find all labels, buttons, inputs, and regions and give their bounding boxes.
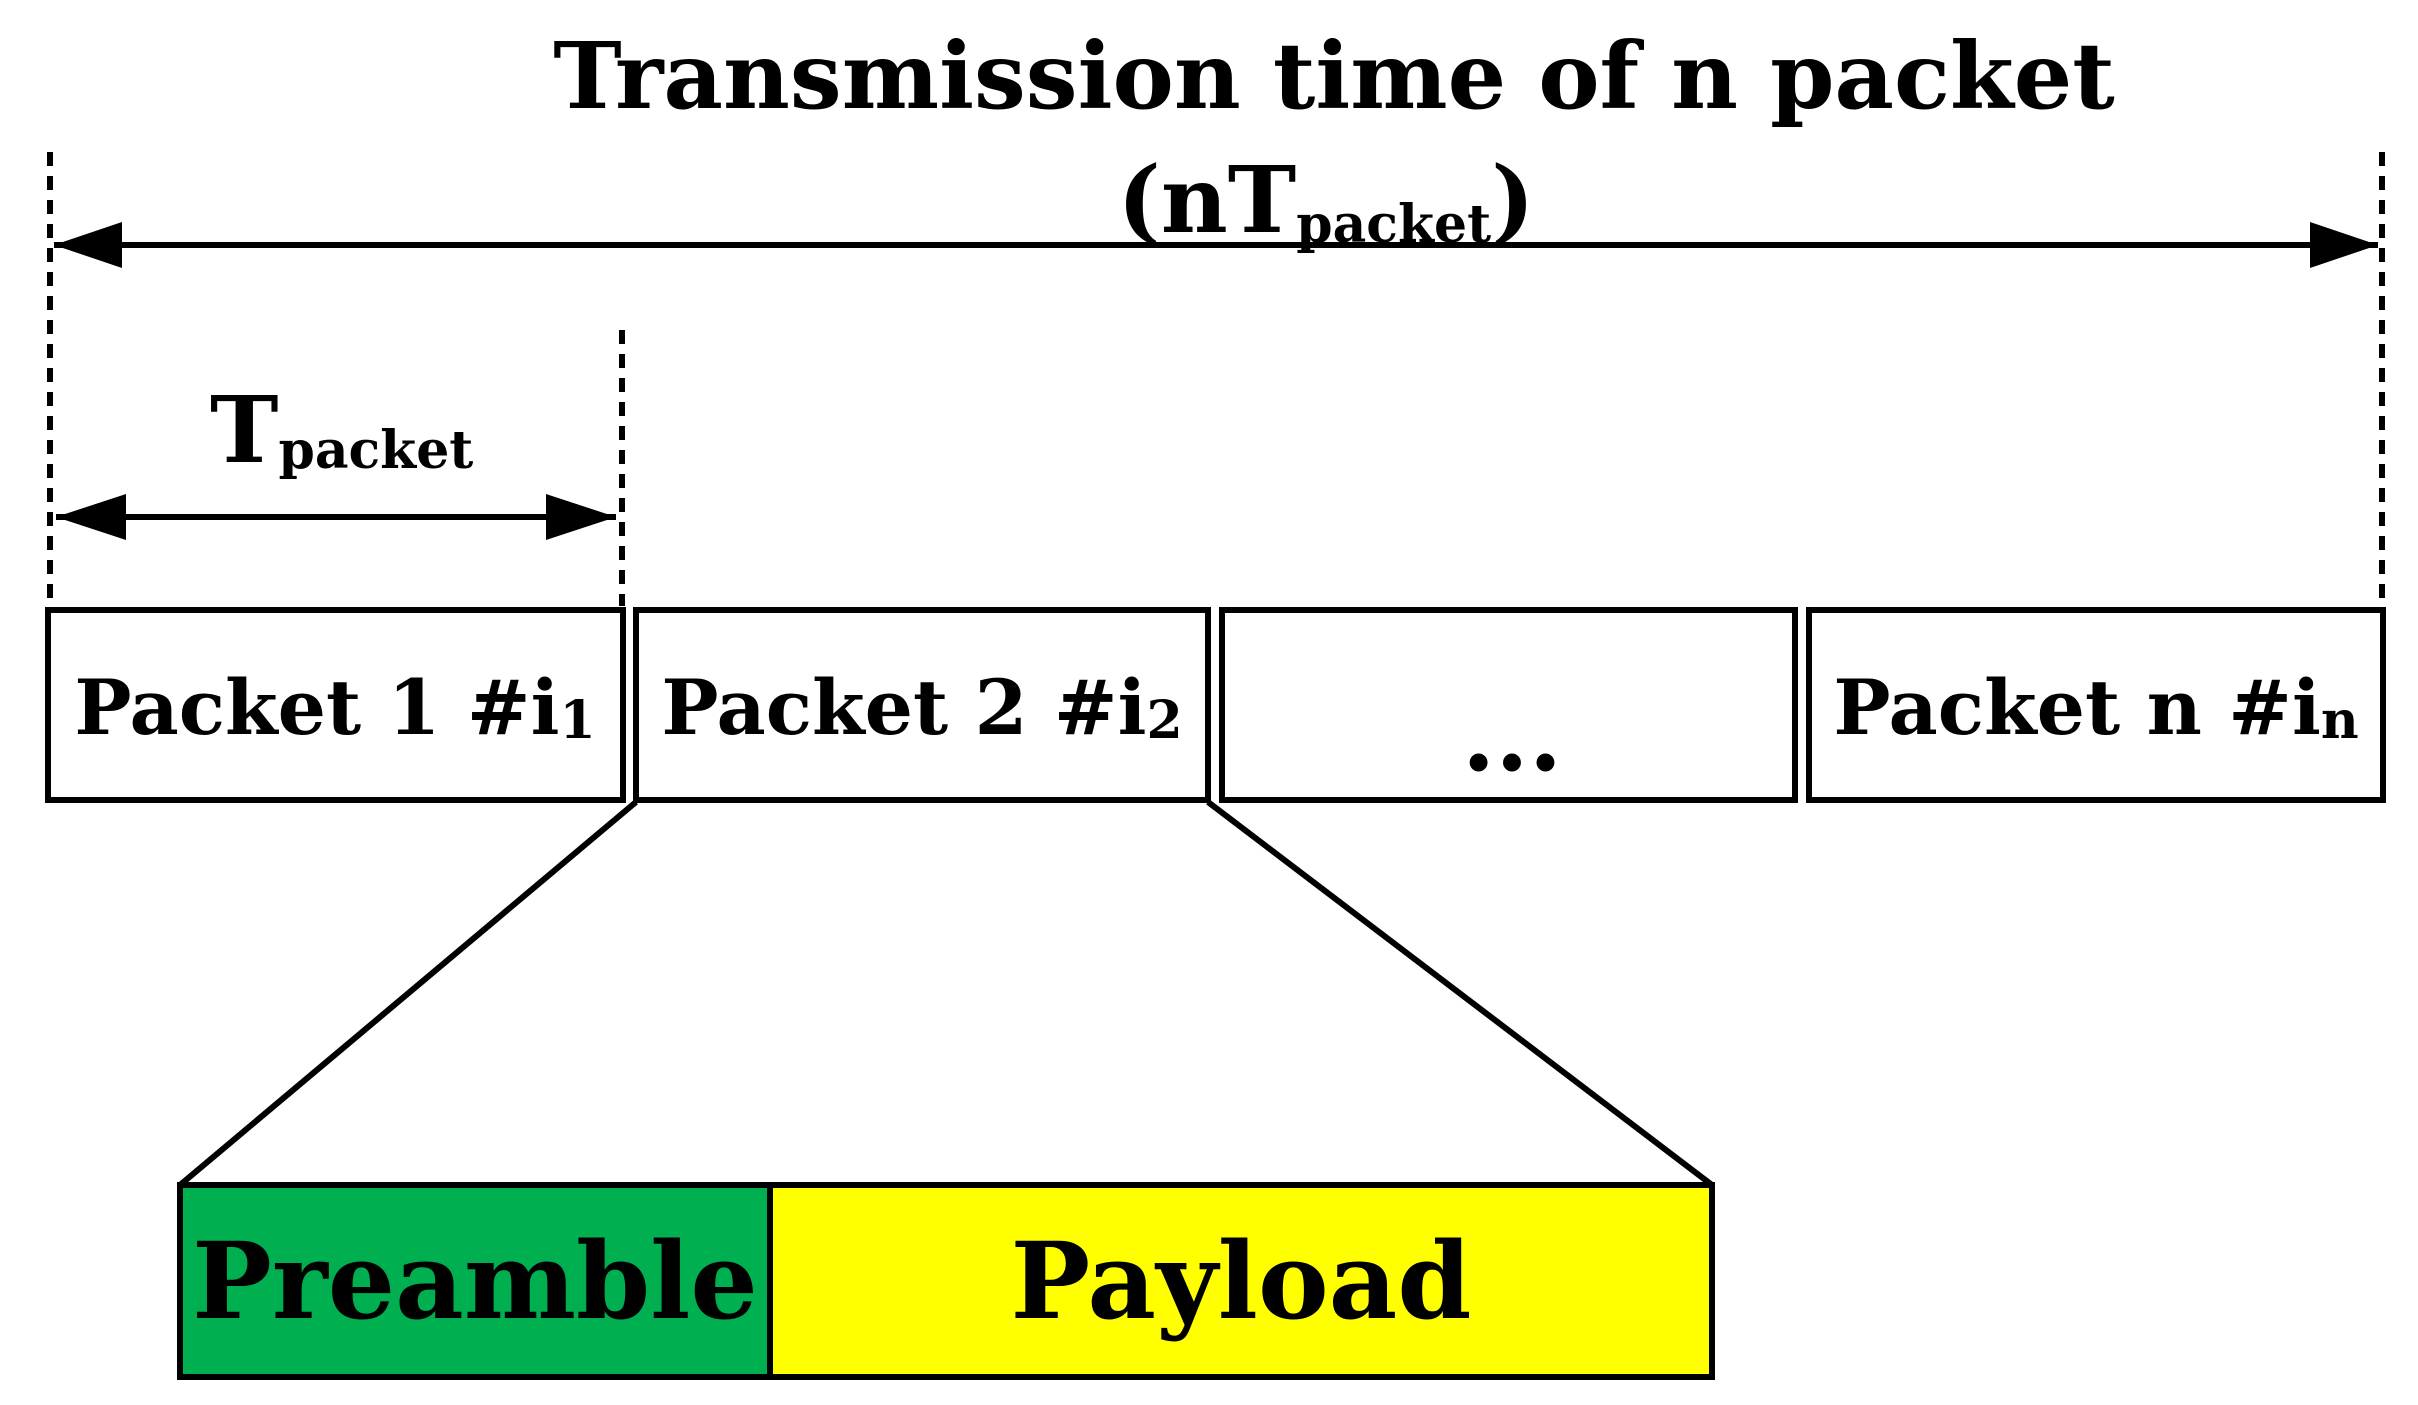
tpacket-label: Tpacket <box>210 376 473 484</box>
tpacket-arrowhead-right <box>546 494 616 540</box>
preamble-segment <box>177 1182 773 1380</box>
tpacket-T: T <box>210 376 278 484</box>
preamble-label: Preamble <box>192 1218 758 1343</box>
ntpacket-n: n <box>1161 146 1228 254</box>
packet-1-label: Packet 1 #i1 <box>74 663 595 752</box>
payload-segment <box>767 1182 1715 1380</box>
packet-2-label: Packet 2 #i2 <box>661 663 1182 752</box>
total-time-arrowhead-left <box>54 222 122 268</box>
packet-box-n <box>1806 607 2386 803</box>
ntpacket-T: T <box>1228 146 1296 254</box>
packet-box-2 <box>633 607 1211 803</box>
packet-n-subscript: n <box>2321 690 2359 751</box>
expansion-line-right <box>1206 799 1714 1188</box>
tpacket-subscript: packet <box>278 420 473 481</box>
diagram-title: Transmission time of n packet <box>553 22 2115 130</box>
packet-2-subscript: 2 <box>1146 690 1182 751</box>
ntpacket-open-paren: ( <box>1117 146 1161 254</box>
expansion-line-left <box>178 799 638 1188</box>
ntpacket-label: (nTpacket) <box>1117 146 1534 255</box>
packet-box-ellipsis <box>1219 607 1798 803</box>
payload-label: Payload <box>1011 1218 1472 1343</box>
packet-box-1 <box>45 607 626 803</box>
ntpacket-close-paren: ) <box>1491 146 1535 254</box>
total-time-arrowhead-right <box>2310 222 2378 268</box>
packet-1-subscript: 1 <box>559 690 595 751</box>
packet-n-label: Packet n #in <box>1833 663 2358 752</box>
packet-ellipsis-label: ... <box>1462 680 1562 793</box>
tpacket-arrowhead-left <box>56 494 126 540</box>
